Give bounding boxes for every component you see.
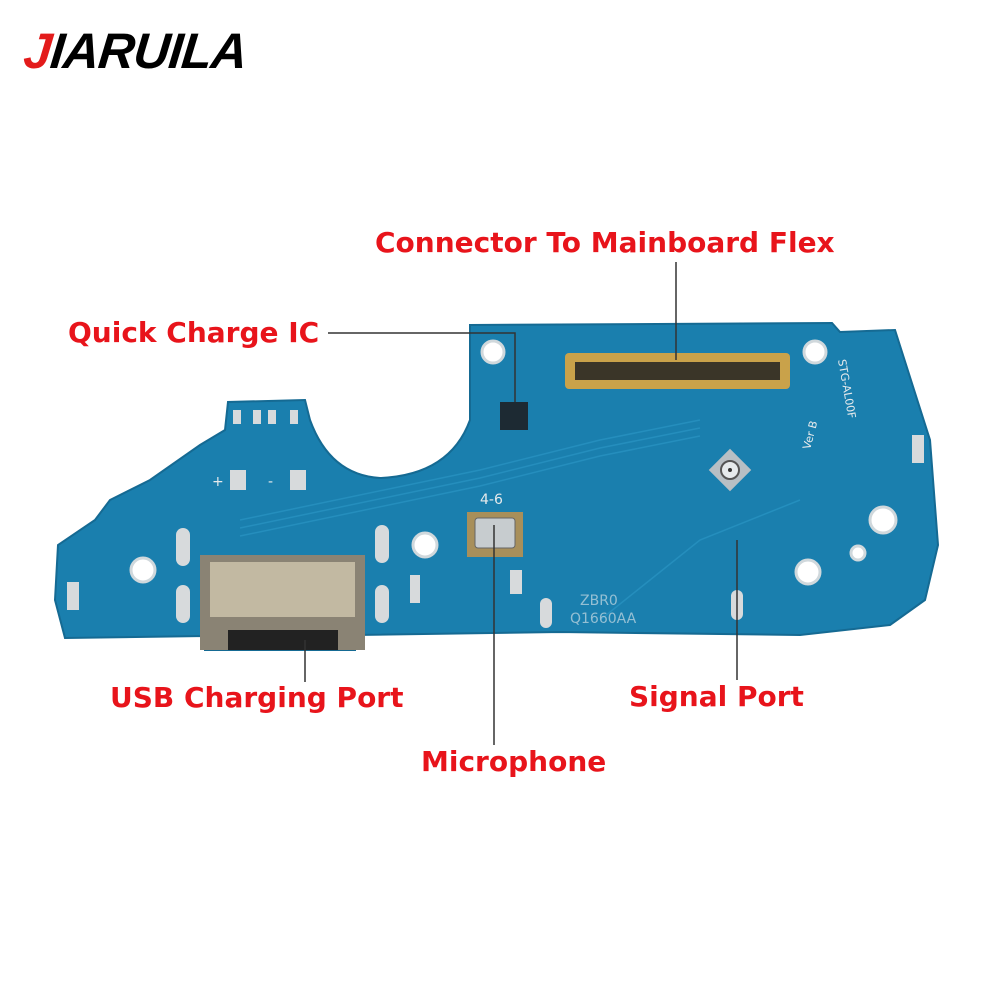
mainboard-flex-connector <box>565 353 790 389</box>
board-code-2: Q1660AA <box>570 611 637 627</box>
plus-text: + <box>212 474 224 490</box>
label-usb-charging-port: USB Charging Port <box>110 681 404 714</box>
leader-lines <box>304 262 738 745</box>
label-quick-charge-ic: Quick Charge IC <box>68 316 320 349</box>
mounting-holes <box>129 339 898 586</box>
label-microphone: Microphone <box>421 745 607 778</box>
label-connector: Connector To Mainboard Flex <box>375 226 835 259</box>
quick-charge-ic <box>500 402 528 430</box>
microphone-component <box>467 512 523 557</box>
usb-charging-port <box>200 555 365 650</box>
board-code-1: ZBR0 <box>580 593 618 609</box>
solder-pads <box>67 410 924 628</box>
label-signal-port: Signal Port <box>629 680 804 713</box>
mic-code-text: 4-6 <box>480 492 503 508</box>
minus-text: - <box>268 474 273 490</box>
